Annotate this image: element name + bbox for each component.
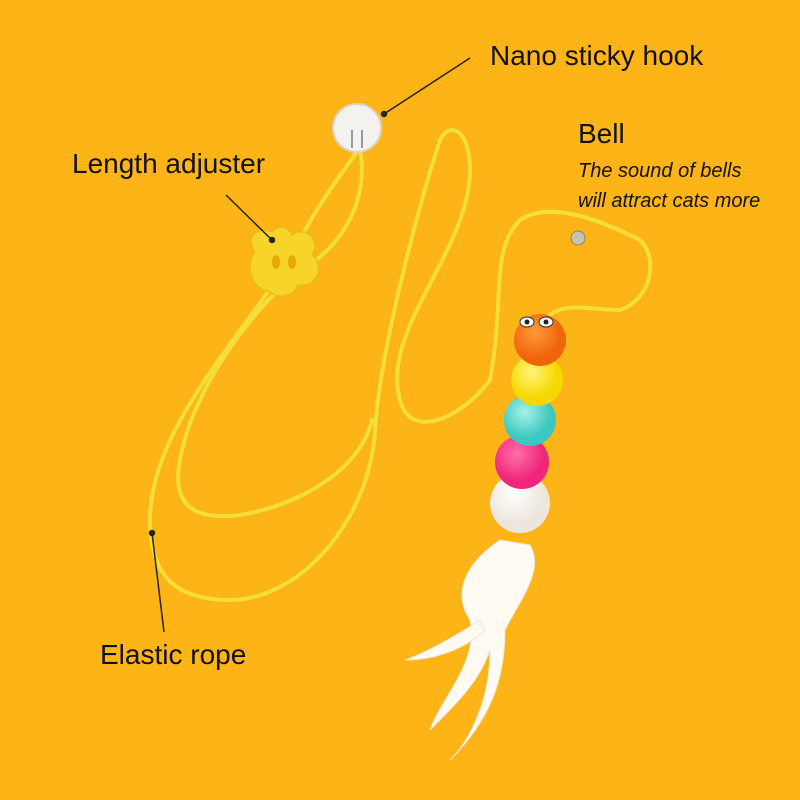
- label-bell-note-2: will attract cats more: [578, 190, 761, 212]
- feather: [404, 539, 536, 761]
- sticky-hook: [332, 103, 382, 153]
- label-bell-note-1: The sound of bells: [578, 160, 742, 182]
- bell-icon: [570, 230, 586, 246]
- leader-lines: [148, 57, 471, 633]
- length-adjuster: [249, 226, 320, 297]
- elastic-rope: [147, 128, 653, 603]
- label-bell: Bell: [578, 118, 625, 149]
- pompom-body: [490, 314, 566, 533]
- label-nano-sticky-hook: Nano sticky hook: [490, 40, 704, 71]
- label-elastic-rope: Elastic rope: [100, 639, 247, 670]
- label-length-adjuster: Length adjuster: [72, 148, 266, 179]
